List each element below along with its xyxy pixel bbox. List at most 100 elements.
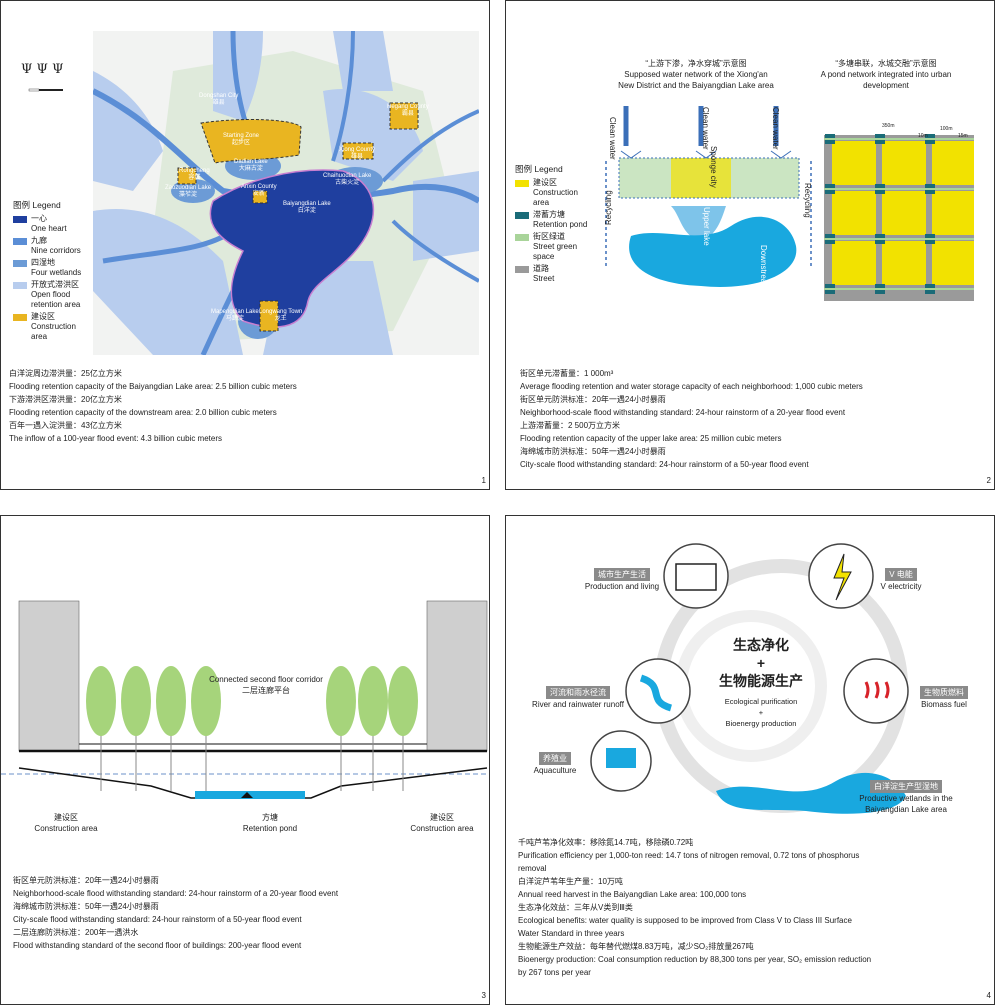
panel-flood-map: Ψ Ψ Ψ Dongsha xyxy=(0,0,490,490)
grid-block xyxy=(832,241,876,285)
grid-block xyxy=(932,241,974,285)
caption-line: Ecological benefits: water quality is su… xyxy=(518,916,852,925)
caption-line: development xyxy=(863,81,909,90)
tree-icon xyxy=(191,666,221,736)
label-clean-water-3: Clean water xyxy=(771,107,780,150)
caption: 千吨芦苇净化效率：移除氮14.7吨，移除磷0.72吨 Purification e… xyxy=(518,836,871,979)
grid-dim-right: 15m xyxy=(958,133,968,139)
section-diagram xyxy=(1,600,489,799)
caption-line: 街区单元滞蓄量：1 000m³ xyxy=(520,369,614,378)
grid-dim-mid: 100m xyxy=(940,126,953,132)
caption-line: Flooding retention capacity of the upper… xyxy=(520,434,782,443)
caption-line: Flooding retention capacity of the downs… xyxy=(9,408,277,417)
caption-line: 下游滞洪区滞洪量：20亿立方米 xyxy=(9,395,122,404)
caption-line: 海绵城市防洪标准：50年一遇24小时暴雨 xyxy=(13,902,159,911)
caption-line: 白洋淀芦苇年生产量：10万吨 xyxy=(518,877,623,886)
caption-line: Bioenergy production: Coal consumption r… xyxy=(518,955,872,964)
caption-line: A pond network integrated into urban xyxy=(820,70,952,79)
caption-line: by 267 tons per year xyxy=(518,968,591,977)
center-subtitle: Ecological purification+Bioenergy produc… xyxy=(724,697,798,728)
grid-block xyxy=(932,141,974,185)
flood-map xyxy=(93,31,479,355)
legend-swatch xyxy=(515,212,529,219)
label-downstream-lake: Downstream lake xyxy=(759,245,768,307)
label-recycling-right: Recycling xyxy=(803,183,812,218)
legend-swatch xyxy=(515,180,529,187)
caption-line: City-scale flood withstanding standard: … xyxy=(13,915,302,924)
page-number: 2 xyxy=(986,476,991,485)
pond-grid-diagram xyxy=(824,134,974,301)
cycle-diagram xyxy=(590,543,909,814)
legend-swatch xyxy=(13,238,27,245)
grid-block xyxy=(832,141,876,185)
water-flow-diagram xyxy=(605,106,812,287)
legend-swatch xyxy=(515,234,529,241)
grid-block xyxy=(932,191,974,235)
grid-block xyxy=(882,241,926,285)
caption-line: The inflow of a 100-year flood event: 4.… xyxy=(9,434,223,443)
grid-block xyxy=(882,141,926,185)
grid-block xyxy=(882,191,926,235)
legend-swatch xyxy=(515,266,529,273)
caption: 白洋淀周边滞洪量：25亿立方米 Flooding retention capaci… xyxy=(9,367,297,445)
grid-dim-top: 350m xyxy=(882,123,895,129)
caption-line: 生态净化效益：三年从V类到Ⅲ类 xyxy=(518,903,633,912)
caption-line: “多塘串联，水城交融”示意图 xyxy=(835,59,937,68)
caption-line: Purification efficiency per 1,000-ton re… xyxy=(518,851,860,860)
caption-line: 千吨芦苇净化效率：移除氮14.7吨，移除磷0.72吨 xyxy=(518,838,694,847)
caption: 街区单元防洪标准：20年一遇24小时暴雨 Neighborhood-scale f… xyxy=(13,874,338,952)
label-recycling-left: Recycling xyxy=(604,190,613,225)
caption-line: Neighborhood-scale flood withstanding st… xyxy=(13,889,339,898)
caption-line: Flood withstanding standard of the secon… xyxy=(13,941,302,950)
legend-swatch xyxy=(13,216,27,223)
title-right: “多塘串联，水城交融”示意图 A pond network integrated … xyxy=(796,58,976,91)
caption-line: 白洋淀周边滞洪量：25亿立方米 xyxy=(9,369,122,378)
grid-dim-left: 10m xyxy=(918,133,928,139)
tree-icon xyxy=(86,666,116,736)
caption-line: 海绵城市防洪标准：50年一遇24小时暴雨 xyxy=(520,447,666,456)
page-number: 1 xyxy=(481,476,486,485)
caption-line: Water Standard in three years xyxy=(518,929,625,938)
svg-text:Ψ Ψ Ψ: Ψ Ψ Ψ xyxy=(21,62,63,77)
caption-line: “上游下渗，净水穿城”示意图 xyxy=(645,59,747,68)
page-number: 3 xyxy=(481,991,486,1000)
legend-swatch xyxy=(13,314,27,321)
caption-line: 百年一遇入淀洪量：43亿立方米 xyxy=(9,421,122,430)
caption-line: 二层连廊防洪标准：200年一遇洪水 xyxy=(13,928,139,937)
label-clean-water-2: Clean water xyxy=(701,107,710,150)
panel-cycle: 生态净化+生物能源生产 Ecological purification+Bioe… xyxy=(505,515,995,1005)
label-sponge-city: Sponge city xyxy=(709,146,718,188)
caption-line: 街区单元防洪标准：20年一遇24小时暴雨 xyxy=(13,876,159,885)
